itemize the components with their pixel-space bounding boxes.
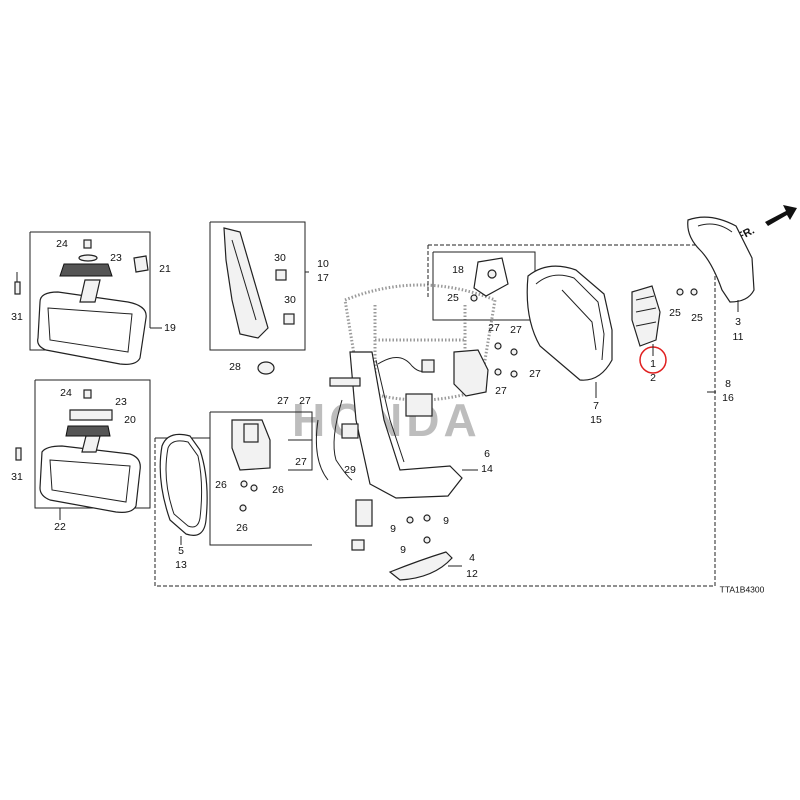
- leader-lines: [59, 271, 739, 567]
- mirror-housing: [315, 351, 463, 551]
- screws: [406, 514, 431, 544]
- mirror-housing-shell: [526, 265, 613, 381]
- power-fold-unit: [453, 342, 518, 397]
- callout-2: 2: [650, 372, 656, 384]
- callout-27a: 27: [277, 395, 289, 407]
- callout-30b: 30: [284, 294, 296, 306]
- callout-29: 29: [344, 464, 356, 476]
- callout-7: 7: [593, 400, 599, 412]
- callout-27e: 27: [510, 324, 522, 336]
- callout-25a: 25: [447, 292, 459, 304]
- callout-22: 22: [54, 521, 66, 533]
- callout-18: 18: [452, 264, 464, 276]
- callout-24b: 24: [60, 387, 72, 399]
- callout-11: 11: [733, 331, 744, 343]
- callout-14: 14: [481, 463, 493, 475]
- callout-23a: 23: [110, 252, 122, 264]
- callout-23b: 23: [115, 396, 127, 408]
- mirror-garnish: [223, 227, 295, 375]
- front-arrow-icon: [765, 205, 797, 226]
- callout-5: 5: [178, 545, 184, 557]
- mirror-glass: [159, 433, 208, 536]
- side-turn-lamp: [631, 285, 698, 347]
- callout-27d: 27: [488, 322, 500, 334]
- callout-25c: 25: [691, 312, 703, 324]
- callout-19: 19: [164, 322, 176, 334]
- callout-9c: 9: [400, 544, 406, 556]
- callout-9b: 9: [443, 515, 449, 527]
- callout-13: 13: [175, 559, 187, 571]
- callout-3: 3: [735, 316, 741, 328]
- skull-cap: [687, 216, 755, 303]
- rear-view-mirror-upper: [14, 239, 149, 365]
- callout-28: 28: [229, 361, 241, 373]
- callout-4: 4: [469, 552, 475, 564]
- callout-27c: 27: [295, 456, 307, 468]
- callout-27g: 27: [495, 385, 507, 397]
- callout-26b: 26: [272, 484, 284, 496]
- front-direction-indicator: FR.: [735, 205, 797, 243]
- callout-31b: 31: [11, 471, 23, 483]
- callout-17: 17: [317, 272, 329, 284]
- callout-26a: 26: [215, 479, 227, 491]
- callout-15: 15: [590, 414, 602, 426]
- callout-27f: 27: [529, 368, 541, 380]
- callout-21: 21: [159, 263, 171, 275]
- group-frames: [29, 221, 716, 587]
- callout-16: 16: [722, 392, 734, 404]
- callout-1: 1: [650, 358, 656, 370]
- callout-10: 10: [317, 258, 329, 270]
- callout-9a: 9: [390, 523, 396, 535]
- rear-view-mirror-lower: [15, 389, 141, 513]
- callout-6: 6: [484, 448, 490, 460]
- lower-garnish: [388, 551, 453, 581]
- mirror-actuator: [231, 419, 271, 512]
- callout-24a: 24: [56, 238, 68, 250]
- callout-8: 8: [725, 378, 731, 390]
- callout-labels: 1 2 3 11 4 12 5 13 6 14 7 15 8 16 9 9 9 …: [11, 238, 743, 580]
- callout-31a: 31: [11, 311, 23, 323]
- diagram-code: TTA1B4300: [720, 584, 765, 594]
- callout-20: 20: [124, 414, 136, 426]
- callout-30a: 30: [274, 252, 286, 264]
- callout-12: 12: [466, 568, 478, 580]
- callout-27b: 27: [299, 395, 311, 407]
- mirror-cap-small: [470, 257, 509, 302]
- callout-25b: 25: [669, 307, 681, 319]
- callout-26c: 26: [236, 522, 248, 534]
